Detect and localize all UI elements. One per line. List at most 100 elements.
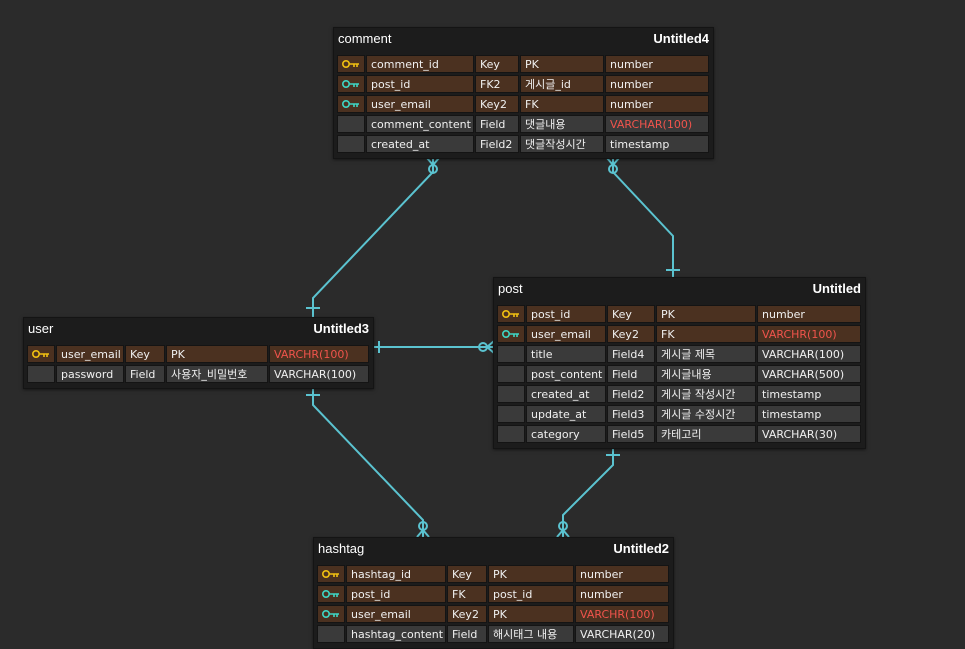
column-datatype: number (575, 565, 669, 583)
connector-post-comment[interactable] (606, 157, 680, 278)
column-keyname: Key2 (475, 95, 519, 113)
primary-key-icon (337, 55, 365, 73)
column-datatype: number (605, 75, 709, 93)
column-keytype: PK (166, 345, 268, 363)
entity-alias: Untitled3 (313, 321, 369, 336)
entity-title: comment (338, 31, 392, 46)
empty-icon-cell (497, 385, 525, 403)
connector-user-hashtag[interactable] (306, 387, 430, 538)
column-keytype: 댓글작성시간 (520, 135, 604, 153)
entity-title: post (498, 281, 523, 296)
connector-post-hashtag[interactable] (556, 447, 620, 538)
column-name: post_id (366, 75, 474, 93)
column-keyname: Key (607, 305, 655, 323)
empty-icon-cell (317, 625, 345, 643)
entity-header[interactable]: hashtag Untitled2 (314, 538, 673, 559)
column-name: update_at (526, 405, 606, 423)
column-datatype: VARCHR(100) (757, 325, 861, 343)
entity-alias: Untitled (812, 281, 861, 296)
column-keytype: 해시태그 내용 (488, 625, 574, 643)
foreign-key-icon (317, 585, 345, 603)
entity-header[interactable]: post Untitled (494, 278, 865, 299)
column-datatype: number (605, 95, 709, 113)
column-keytype: 게시글내용 (656, 365, 756, 383)
foreign-key-icon (317, 605, 345, 623)
column-name: post_id (526, 305, 606, 323)
foreign-key-icon (337, 95, 365, 113)
column-keyname: Field (607, 365, 655, 383)
empty-icon-cell (337, 135, 365, 153)
column-name: category (526, 425, 606, 443)
column-name: post_content (526, 365, 606, 383)
primary-key-icon (497, 305, 525, 323)
primary-key-icon (317, 565, 345, 583)
column-keyname: FK (447, 585, 487, 603)
column-keyname: Key2 (447, 605, 487, 623)
column-name: user_email (526, 325, 606, 343)
column-keyname: Key (125, 345, 165, 363)
column-name: created_at (366, 135, 474, 153)
column-keyname: Field2 (475, 135, 519, 153)
column-datatype: VARCHR(100) (269, 345, 369, 363)
entity-alias: Untitled2 (613, 541, 669, 556)
connector-user-comment[interactable] (306, 157, 440, 318)
column-keytype: FK (520, 95, 604, 113)
column-name: post_id (346, 585, 446, 603)
column-keyname: Key (475, 55, 519, 73)
primary-key-icon (27, 345, 55, 363)
column-datatype: timestamp (757, 405, 861, 423)
empty-icon-cell (27, 365, 55, 383)
column-datatype: VARCHAR(100) (269, 365, 369, 383)
empty-icon-cell (497, 345, 525, 363)
entity-header[interactable]: user Untitled3 (24, 318, 373, 339)
column-name: user_email (346, 605, 446, 623)
foreign-key-icon (497, 325, 525, 343)
column-keyname: FK2 (475, 75, 519, 93)
column-name: hashtag_content (346, 625, 446, 643)
column-datatype: number (757, 305, 861, 323)
column-keyname: Field2 (607, 385, 655, 403)
column-keytype: PK (656, 305, 756, 323)
column-datatype: number (575, 585, 669, 603)
column-keytype: 게시글 수정시간 (656, 405, 756, 423)
entity-title: user (28, 321, 54, 336)
column-keytype: PK (520, 55, 604, 73)
column-keytype: 카테고리 (656, 425, 756, 443)
column-keyname: Key2 (607, 325, 655, 343)
column-keyname: Key (447, 565, 487, 583)
column-datatype: VARCHAR(100) (757, 345, 861, 363)
column-datatype: number (605, 55, 709, 73)
column-keyname: Field4 (607, 345, 655, 363)
column-datatype: VARCHAR(500) (757, 365, 861, 383)
column-keytype: 게시글 작성시간 (656, 385, 756, 403)
column-keyname: Field5 (607, 425, 655, 443)
entity-title: hashtag (318, 541, 365, 556)
connector-user-post[interactable] (373, 340, 495, 354)
